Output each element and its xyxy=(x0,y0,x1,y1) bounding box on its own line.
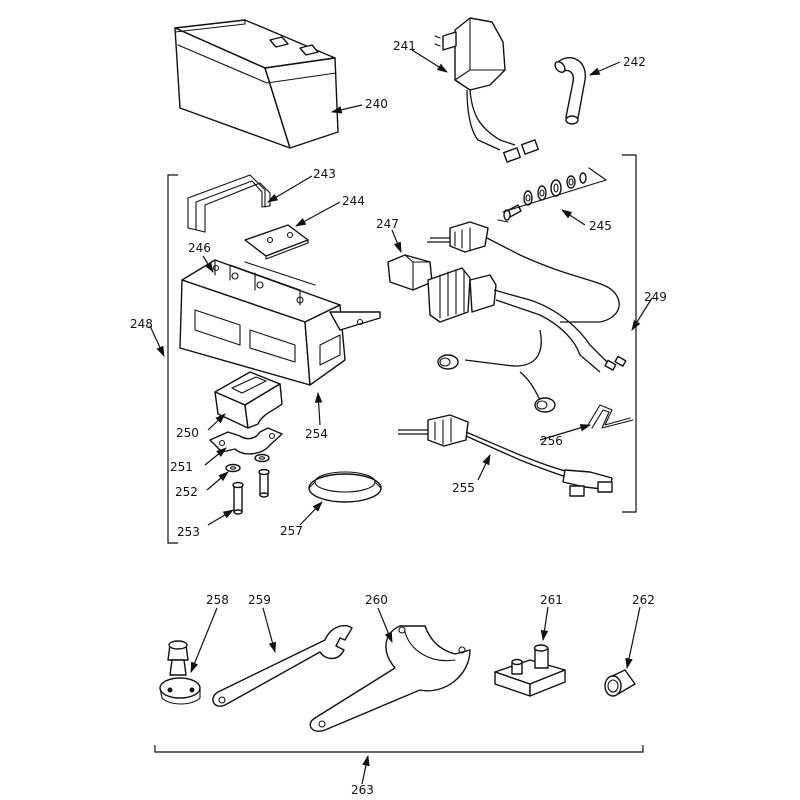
clamp-block-part xyxy=(214,371,283,429)
charger-part xyxy=(434,17,539,163)
callout-247: 247 xyxy=(376,217,399,231)
bolt-pair-part xyxy=(232,468,270,515)
wrench-259-part xyxy=(212,624,353,707)
callout-259: 259 xyxy=(248,593,271,607)
battery-tray-part xyxy=(179,259,381,386)
callout-254: 254 xyxy=(305,427,328,441)
callout-241: 241 xyxy=(393,39,416,53)
callout-248: 248 xyxy=(130,317,153,331)
device-261-part xyxy=(494,644,566,697)
callout-261: 261 xyxy=(540,593,563,607)
callout-252: 252 xyxy=(175,485,198,499)
leader-lines xyxy=(149,49,653,785)
battery-part xyxy=(174,19,339,149)
band-part xyxy=(308,471,382,503)
group-bracket-249 xyxy=(622,154,637,513)
callout-244: 244 xyxy=(342,194,365,208)
callout-labels: 240 241 242 243 244 245 246 247 248 249 … xyxy=(130,39,667,797)
callout-249: 249 xyxy=(644,290,667,304)
callout-243: 243 xyxy=(313,167,336,181)
callout-242: 242 xyxy=(623,55,646,69)
harness-part xyxy=(398,414,613,497)
callout-250: 250 xyxy=(176,426,199,440)
callout-256: 256 xyxy=(540,434,563,448)
callout-257: 257 xyxy=(280,524,303,538)
callout-262: 262 xyxy=(632,593,655,607)
callout-260: 260 xyxy=(365,593,388,607)
wiring-harness-part xyxy=(427,221,627,413)
clamp-plate-part xyxy=(209,427,283,455)
cap-262-part xyxy=(604,669,636,697)
callout-246: 246 xyxy=(188,241,211,255)
callout-255: 255 xyxy=(452,481,475,495)
washer-set-part xyxy=(497,167,607,223)
tool-258-part xyxy=(159,640,201,705)
clip-part xyxy=(587,404,634,429)
callout-240: 240 xyxy=(365,97,388,111)
callout-263: 263 xyxy=(351,783,374,797)
washer-pair-part xyxy=(225,453,270,473)
callout-251: 251 xyxy=(170,460,193,474)
relay-part xyxy=(387,254,433,291)
callout-245: 245 xyxy=(589,219,612,233)
callout-253: 253 xyxy=(177,525,200,539)
hose-part xyxy=(554,57,586,125)
callout-258: 258 xyxy=(206,593,229,607)
group-bracket-263 xyxy=(154,745,644,753)
strap-part xyxy=(187,174,271,233)
pad-part xyxy=(244,224,309,260)
group-bracket-248 xyxy=(167,174,178,544)
